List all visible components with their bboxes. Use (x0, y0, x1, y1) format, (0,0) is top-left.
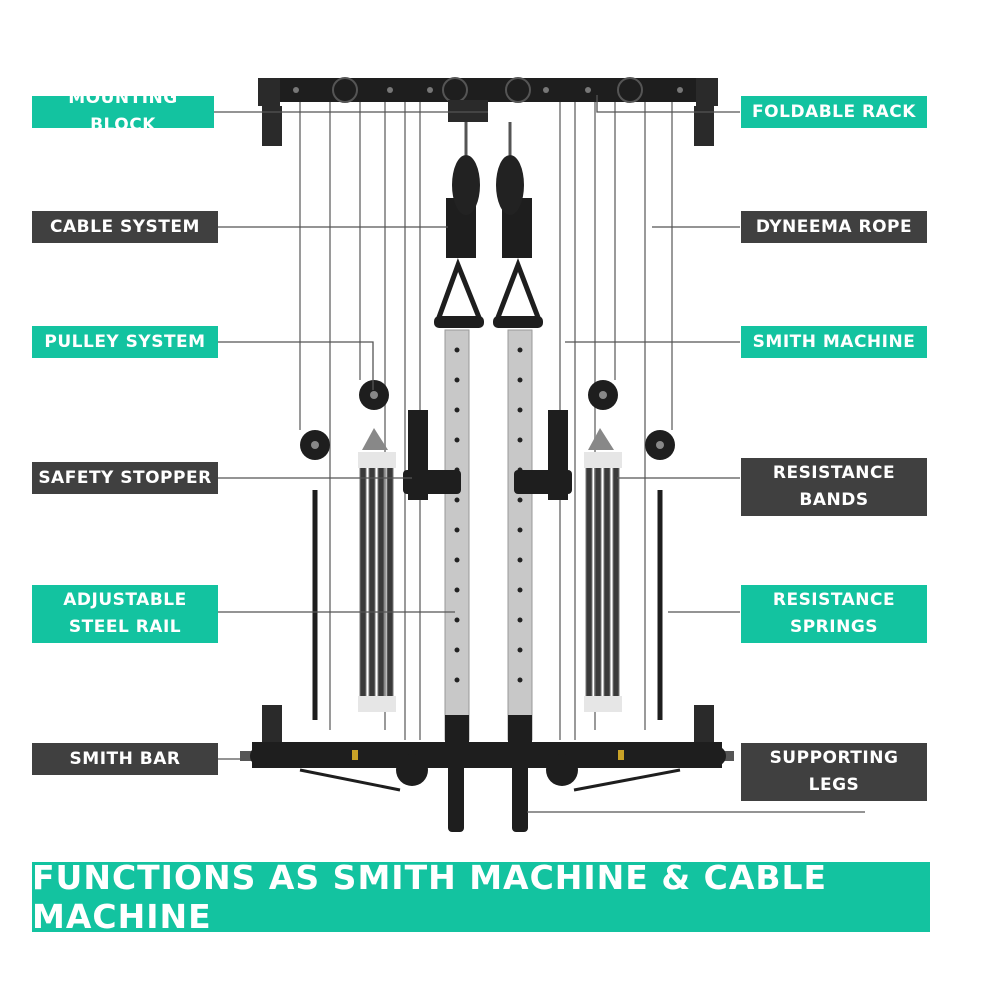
label-resistance-springs: RESISTANCE SPRINGS (741, 585, 927, 643)
label-pulley-system: PULLEY SYSTEM (32, 326, 218, 358)
mounting-block-part (448, 100, 488, 122)
label-adjustable-steel-rail: ADJUSTABLE STEEL RAIL (32, 585, 218, 643)
label-smith-bar: SMITH BAR (32, 743, 218, 775)
label-resistance-bands: RESISTANCE BANDS (741, 458, 927, 516)
supporting-leg-right (512, 760, 528, 832)
label-smith-machine: SMITH MACHINE (741, 326, 927, 358)
supporting-leg-left (448, 760, 464, 832)
smith-bar (252, 742, 722, 768)
label-dyneema-rope: DYNEEMA ROPE (741, 211, 927, 243)
steel-rail-left (444, 329, 470, 741)
functions-banner: FUNCTIONS AS SMITH MACHINE & CABLE MACHI… (32, 858, 930, 936)
leader-lines (205, 95, 865, 813)
label-mounting-block: MOUNTING BLOCK (32, 88, 214, 135)
label-cable-system: CABLE SYSTEM (32, 211, 218, 243)
steel-rail-right (507, 329, 533, 741)
label-safety-stopper: SAFETY STOPPER (32, 462, 218, 494)
foldable-rack-bar (258, 78, 718, 102)
label-foldable-rack: FOLDABLE RACK (741, 96, 927, 128)
label-supporting-legs: SUPPORTING LEGS (741, 743, 927, 801)
